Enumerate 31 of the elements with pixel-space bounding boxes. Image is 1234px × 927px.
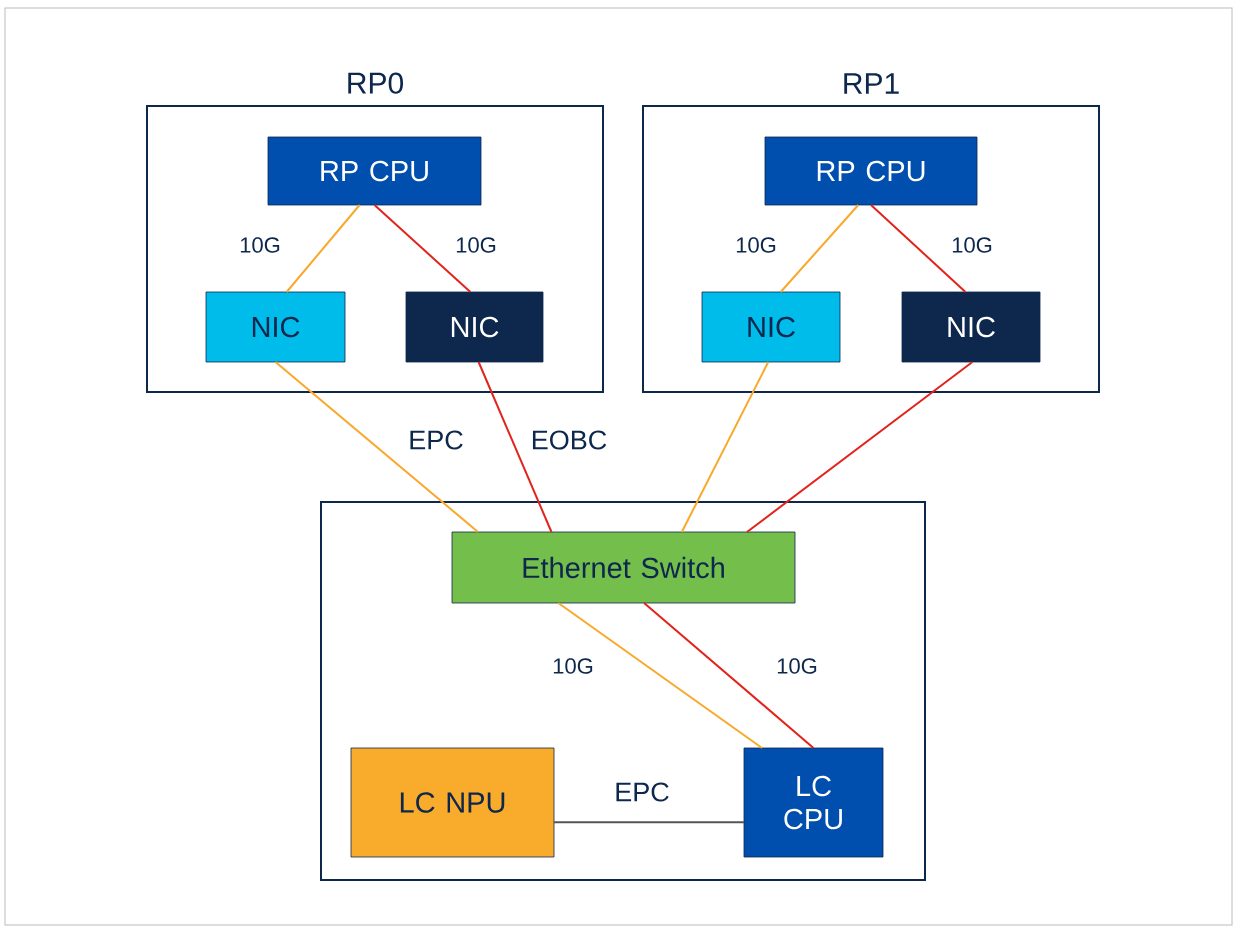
- switch-box: Ethernet Switch: [451, 531, 796, 604]
- edge-label: 10G: [733, 235, 779, 255]
- link-line: [779, 204, 860, 293]
- nic-box: NIC: [205, 291, 346, 363]
- edge-label: EPC: [612, 780, 672, 804]
- link-line: [553, 821, 745, 824]
- edge-label: 10G: [453, 235, 499, 255]
- edge-label: EOBC: [528, 428, 610, 452]
- edge-label: 10G: [774, 656, 820, 676]
- node-label: RP0: [348, 72, 404, 94]
- link-line: [557, 602, 764, 749]
- link-line: [870, 204, 967, 293]
- nic-box: NIC: [901, 291, 1041, 363]
- cpu-box: LC CPU: [743, 747, 884, 858]
- node-label: RP1: [844, 73, 899, 94]
- link-line: [680, 361, 770, 533]
- link-line: [373, 204, 472, 293]
- link-line: [746, 361, 974, 533]
- link-line: [274, 361, 480, 533]
- edge-label: 10G: [949, 235, 995, 255]
- link-line: [285, 204, 361, 293]
- nic-box: NIC: [405, 291, 544, 363]
- edge-label: 10G: [550, 656, 596, 676]
- cpu-box: RP CPU: [764, 136, 978, 206]
- npu-box: LC NPU: [350, 747, 555, 858]
- cpu-box: RP CPU: [267, 136, 482, 206]
- edge-label: EPC: [406, 428, 466, 452]
- link-line: [477, 361, 553, 533]
- nic-box: NIC: [701, 291, 841, 363]
- link-line: [643, 602, 815, 749]
- edge-label: 10G: [237, 235, 283, 255]
